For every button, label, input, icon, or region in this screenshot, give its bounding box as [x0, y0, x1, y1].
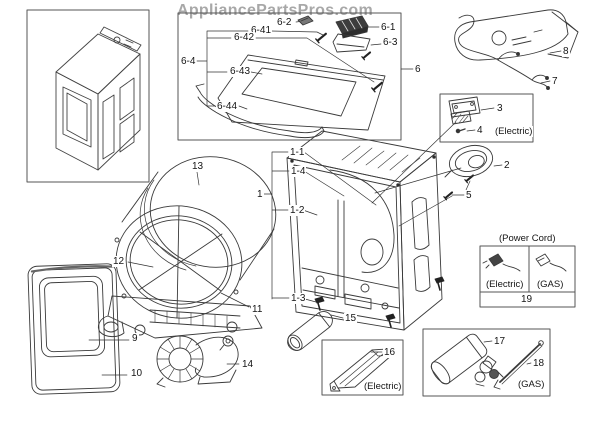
callout-1-4: 1-4 — [290, 166, 307, 177]
callout-7: 7 — [551, 76, 559, 87]
caption-power-cord-title: (Power Cord) — [498, 233, 557, 244]
callout-10: 10 — [130, 368, 144, 379]
caption-electric-control: (Electric) — [494, 126, 534, 137]
wire-harness-drawing — [458, 14, 550, 90]
callout-11: 11 — [251, 304, 264, 315]
watermark: AppliancePartsPros.com — [177, 2, 373, 19]
callout-13: 13 — [191, 161, 205, 172]
callout-6-41: 6-41 — [250, 25, 273, 36]
power-cord-electric-drawing — [482, 253, 521, 272]
gas-box — [422, 328, 551, 397]
callout-1-2: 1-2 — [289, 205, 306, 216]
small-bracket-drawing — [297, 15, 314, 26]
callout-6-42: 6-42 — [233, 32, 256, 43]
callout-1-1: 1-1 — [289, 147, 306, 158]
group-boxes — [26, 9, 576, 397]
control-panel-drawing — [454, 9, 579, 61]
leader-lines — [88, 20, 562, 376]
leveling-bolt-icons — [314, 276, 445, 328]
gas-igniter-drawing — [493, 340, 544, 390]
callout-15: 15 — [344, 313, 358, 324]
top-cover-group-box — [177, 12, 402, 141]
gas-burner-drawing — [430, 333, 504, 387]
callout-14: 14 — [241, 359, 255, 370]
appliance-drawing — [55, 26, 142, 171]
drum-drawing — [97, 156, 277, 339]
callout-12: 12 — [112, 256, 126, 267]
caption-power-cord-gas: (GAS) — [536, 279, 565, 290]
caption-electric-heater: (Electric) — [363, 381, 403, 392]
callout-6-4: 6-4 — [180, 56, 197, 67]
screw-4-icon — [455, 128, 466, 134]
caption-gas-assembly: (GAS) — [517, 379, 546, 390]
callout-1-3: 1-3 — [290, 293, 307, 304]
callout-6-3: 6-3 — [382, 37, 399, 48]
door-drawing — [27, 263, 121, 395]
callout-6: 6 — [414, 64, 422, 75]
duct-cap-drawing — [444, 144, 494, 178]
callout-9: 9 — [131, 333, 139, 344]
callout-19: 19 — [520, 294, 534, 305]
cabinet-drawing — [286, 130, 445, 331]
callout-6-43: 6-43 — [229, 66, 252, 77]
power-cord-box — [479, 245, 576, 308]
callout-6-1: 6-1 — [380, 22, 397, 33]
filter-frame-drawing — [332, 33, 371, 53]
screw-icons — [315, 32, 475, 201]
duct-pipe-drawing — [287, 311, 333, 351]
drum-base-drawing — [97, 295, 263, 339]
blower-drawing — [156, 335, 239, 388]
callout-17: 17 — [493, 336, 507, 347]
power-cord-gas-drawing — [535, 253, 567, 272]
overview-box — [26, 9, 150, 183]
callout-6-2: 6-2 — [276, 17, 293, 28]
callout-1: 1 — [256, 189, 264, 200]
top-cover-drawing — [195, 15, 386, 139]
caption-power-cord-electric: (Electric) — [485, 279, 525, 290]
callout-8: 8 — [562, 46, 570, 57]
electric-heater-box — [321, 339, 404, 396]
control-board-drawing — [448, 96, 481, 134]
callout-6-44: 6-44 — [216, 101, 239, 112]
callout-2: 2 — [503, 160, 511, 171]
callout-18: 18 — [532, 358, 546, 369]
callout-16: 16 — [383, 347, 397, 358]
callout-5: 5 — [465, 190, 473, 201]
callout-4: 4 — [476, 125, 484, 136]
lint-grille-drawing — [335, 15, 369, 39]
callout-3: 3 — [496, 103, 504, 114]
electric-control-box — [439, 93, 534, 143]
